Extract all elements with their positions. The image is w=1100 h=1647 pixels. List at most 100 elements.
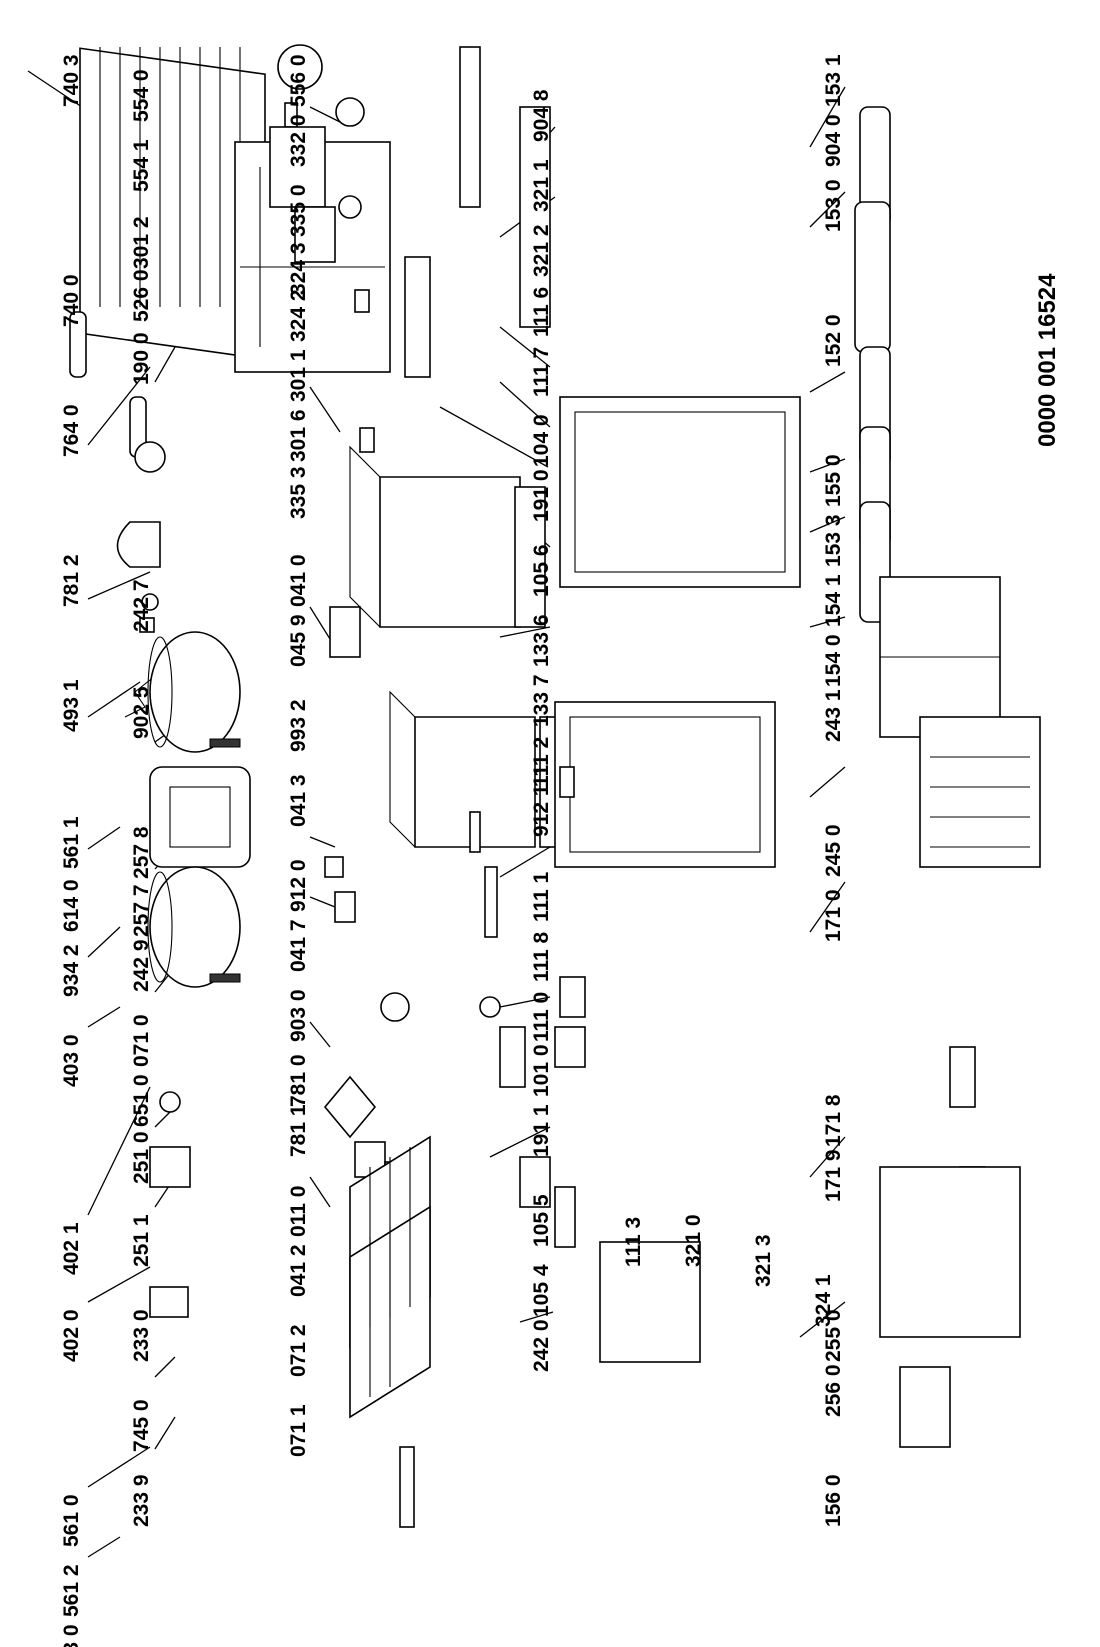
callout-332-0: 332 0	[287, 114, 310, 167]
callout-255-0: 255 0	[822, 1309, 845, 1362]
callout-233-0: 233 0	[130, 1309, 153, 1362]
callout-321-1: 321 1	[530, 159, 553, 212]
callout-556-0: 556 0	[287, 54, 310, 107]
callout-labels: 740 3 740 0 764 0 781 2 493 1 561 1 614 0 934 2…	[60, 54, 845, 1647]
callout-251-1: 251 1	[130, 1214, 153, 1267]
wire-shelves-part	[349, 1135, 431, 1419]
callout-045-9: 045 9	[287, 614, 310, 667]
callout-335-0: 335 0	[287, 184, 310, 237]
callout-764-0: 764 0	[60, 404, 83, 457]
callout-011-0: 011 0	[287, 1186, 310, 1237]
callout-111-3: 111 3	[622, 1217, 645, 1267]
callout-740-0: 740 0	[60, 274, 83, 327]
callout-324-2: 324 2	[287, 289, 310, 342]
callout-561-0: 561 0	[60, 1494, 83, 1547]
callout-902-5: 902 5	[130, 686, 153, 739]
callout-321-0: 321 0	[682, 1214, 705, 1267]
callout-242-7: 242 7	[130, 579, 153, 632]
crisper-242-9-part	[389, 690, 536, 848]
callout-493-1: 493 1	[60, 679, 83, 732]
callout-324-3: 324 3	[287, 242, 310, 295]
callout-257-7: 257 7	[130, 884, 153, 937]
callout-324-1: 324 1	[812, 1274, 835, 1327]
callout-154-1: 154 1	[822, 574, 845, 627]
callout-251-0: 251 0	[130, 1131, 153, 1184]
callout-191-0: 191 0	[530, 469, 553, 522]
callout-105-5: 105 5	[530, 1194, 553, 1247]
callout-111-1: 111 1	[530, 871, 553, 922]
callout-171-8: 171 8	[822, 1094, 845, 1147]
callout-256-0: 256 0	[822, 1364, 845, 1417]
callout-912-0: 912 0	[287, 859, 310, 912]
wire-shelf-245-part	[919, 716, 1041, 868]
callout-257-8: 257 8	[130, 826, 153, 879]
callout-133-7: 133 7	[530, 674, 553, 727]
callout-233-9: 233 9	[130, 1474, 153, 1527]
callout-740-3: 740 3	[60, 54, 83, 107]
callout-153-0: 153 0	[822, 179, 845, 232]
callout-993-2: 993 2	[287, 699, 310, 752]
parts	[69, 44, 1041, 1528]
callout-071-1: 071 1	[287, 1404, 310, 1457]
callout-171-9: 171 9	[822, 1149, 845, 1202]
callout-154-0: 154 0	[822, 634, 845, 687]
callout-903-0: 903 0	[287, 989, 310, 1042]
callout-301-1: 301 1	[287, 349, 310, 402]
callout-781-2: 781 2	[60, 554, 83, 607]
callout-934-2: 934 2	[60, 944, 83, 997]
callout-041-7: 041 7	[287, 919, 310, 972]
callout-111-2: 111 2	[530, 737, 553, 787]
callout-651-0: 651 0	[130, 1074, 153, 1127]
callout-493-0: 493 0	[60, 1624, 83, 1647]
callout-561-2: 561 2	[60, 1564, 83, 1617]
compressor-403-part	[147, 631, 241, 753]
callout-104-0: 104 0	[530, 414, 553, 467]
callout-301-6: 301 6	[287, 409, 310, 462]
callout-111-0: 111 0	[530, 992, 553, 1042]
callout-745-0: 745 0	[130, 1399, 153, 1452]
callout-191-1: 191 1	[530, 1104, 553, 1157]
callout-526-0: 526 0	[130, 269, 153, 322]
callout-321-2: 321 2	[530, 224, 553, 277]
callout-402-1: 402 1	[60, 1222, 83, 1275]
callout-242-9: 242 9	[130, 939, 153, 992]
callout-781-0: 781 0	[287, 1054, 310, 1107]
shelf-243-part	[879, 576, 1001, 738]
callout-111-6: 111 6	[530, 287, 553, 337]
callout-561-1: 561 1	[60, 816, 83, 869]
callout-111-8: 111 8	[530, 931, 553, 982]
callout-041-2: 041 2	[287, 1244, 310, 1297]
callout-041-0: 041 0	[287, 554, 310, 607]
callout-904-8: 904 8	[530, 89, 553, 142]
document-number: 0000 001 16524	[1034, 273, 1061, 447]
callout-041-3: 041 3	[287, 774, 310, 827]
callout-105-6: 105 6	[530, 544, 553, 597]
callout-321-3: 321 3	[752, 1234, 775, 1287]
callout-153-1: 153 1	[822, 54, 845, 107]
callout-614-0: 614 0	[60, 879, 83, 932]
callout-904-0: 904 0	[822, 114, 845, 167]
callout-171-0: 171 0	[822, 889, 845, 942]
callout-152-0: 152 0	[822, 314, 845, 367]
callout-243-1: 243 1	[822, 689, 845, 742]
callout-242-0: 242 0	[530, 1319, 553, 1372]
callout-335-3: 335 3	[287, 466, 310, 519]
callout-403-0: 403 0	[60, 1034, 83, 1087]
crisper-242-7-part	[349, 445, 521, 628]
callout-071-0: 071 0	[130, 1014, 153, 1067]
callout-101-0: 101 0	[530, 1044, 553, 1097]
callout-245-0: 245 0	[822, 824, 845, 877]
callout-190-0: 190 0	[130, 332, 153, 385]
callout-554-0: 554 0	[130, 69, 153, 122]
compressor-402-part	[147, 866, 241, 988]
callout-781-1: 781 1	[287, 1104, 310, 1157]
callout-156-0: 156 0	[822, 1474, 845, 1527]
door-101-part	[554, 701, 776, 868]
callout-105-4: 105 4	[530, 1264, 553, 1317]
callout-554-1: 554 1	[130, 139, 153, 192]
callout-402-0: 402 0	[60, 1309, 83, 1362]
callout-912-1: 912 1	[530, 784, 553, 837]
callout-301-2: 301 2	[130, 216, 153, 269]
callout-133-6: 133 6	[530, 614, 553, 667]
